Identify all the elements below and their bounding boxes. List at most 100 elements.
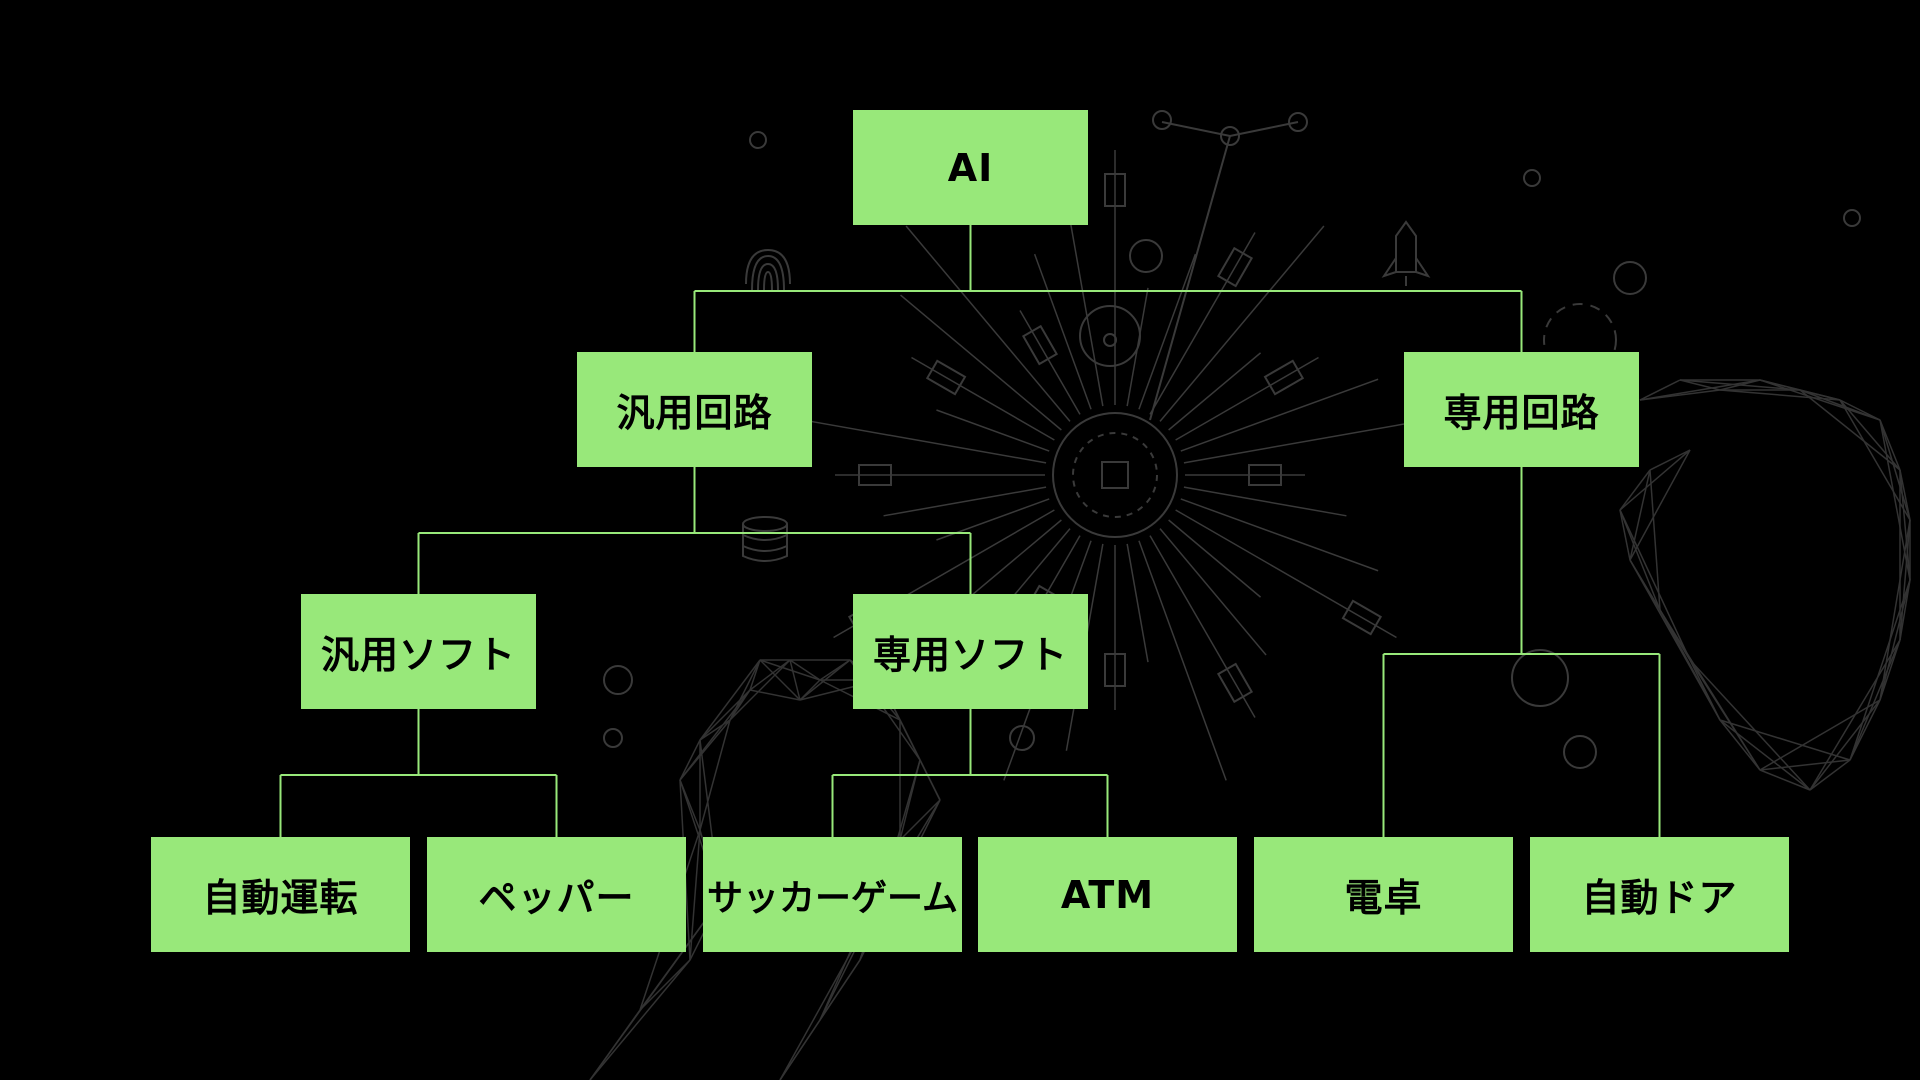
network-node [1009, 725, 1035, 751]
spoke-block [858, 464, 892, 486]
chip-circle-right [1511, 649, 1569, 707]
mesh-line [1899, 579, 1911, 641]
spoke-line [1175, 509, 1397, 639]
mesh-line [1679, 379, 1721, 391]
spoke-block [1341, 599, 1383, 636]
mesh-line [749, 689, 801, 701]
spoke-block [1248, 464, 1282, 486]
spoke-block [925, 359, 967, 396]
cpu-chip-icon [1101, 461, 1129, 489]
node-automatic-door: 自動ドア [1530, 837, 1789, 952]
mesh-line [749, 659, 761, 691]
node-dedicated-software: 専用ソフト [853, 594, 1088, 709]
network-link [1149, 135, 1231, 421]
mesh-line [1899, 469, 1911, 581]
node-circle [1129, 239, 1163, 273]
spoke-block [1216, 246, 1254, 288]
mesh-line [1629, 559, 1721, 721]
node-label: 自動ドア [1581, 876, 1738, 920]
spoke-line [900, 294, 1062, 431]
mesh-line [1649, 449, 1691, 471]
mesh-line [699, 719, 731, 741]
node-label: ATM [1060, 872, 1155, 917]
spoke-block [1263, 359, 1305, 396]
network-node [1103, 333, 1117, 347]
mesh-line [1899, 519, 1911, 641]
network-node [1613, 261, 1647, 295]
spoke-line [1019, 310, 1081, 415]
mesh-line [1879, 579, 1911, 701]
mesh-line [1799, 389, 1901, 471]
spoke-line [1149, 232, 1256, 415]
spoke-line [1168, 352, 1262, 431]
network-node [1152, 110, 1172, 130]
rocket-icon [1381, 220, 1431, 286]
node-label: 専用ソフト [872, 633, 1068, 677]
spoke-line [1175, 356, 1319, 441]
node-label: サッカーゲーム [707, 877, 958, 919]
mesh-line [1849, 579, 1911, 761]
spoke-block [1104, 653, 1126, 687]
mesh-line [1759, 769, 1811, 791]
mesh-line [1629, 559, 1661, 611]
mesh-line [1619, 509, 1661, 611]
mesh-line [1839, 399, 1881, 421]
spoke-line [1159, 225, 1325, 422]
mesh-line [1619, 509, 1631, 561]
mesh-line [1809, 759, 1851, 791]
network-node [1563, 735, 1597, 769]
mesh-line [1719, 379, 1761, 391]
spoke-line [1168, 519, 1262, 598]
mesh-line [639, 959, 691, 1011]
spoke-line [1126, 287, 1149, 407]
fingerprint-icon [745, 248, 791, 291]
mesh-line [1879, 639, 1901, 701]
node-label: AI [947, 145, 994, 190]
mesh-line [589, 959, 691, 1080]
node-general-software: 汎用ソフト [301, 594, 536, 709]
mesh-line [1639, 379, 1761, 401]
mesh-line [749, 659, 791, 691]
node-label: ペッパー [478, 876, 635, 920]
node-dedicated-circuit: 専用回路 [1404, 352, 1639, 467]
spoke-line [1183, 417, 1436, 464]
node-ai: AI [853, 110, 1088, 225]
spoke-line [1183, 486, 1347, 517]
network-node [1220, 126, 1240, 146]
mesh-line [1629, 449, 1691, 561]
network-node [1523, 169, 1541, 187]
mesh-line [699, 719, 731, 831]
network-node [603, 665, 633, 695]
node-label: 電卓 [1344, 876, 1423, 920]
node-soccer-game: サッカーゲーム [703, 837, 962, 952]
mesh-line [1719, 389, 1841, 401]
mesh-line [759, 659, 801, 701]
node-autonomous-driving: 自動運転 [151, 837, 410, 952]
spoke-line [1159, 528, 1267, 656]
mesh-line [789, 659, 801, 701]
spoke-line [1138, 540, 1227, 781]
mesh-line [679, 739, 701, 781]
spoke-block [1021, 324, 1059, 366]
node-label: 自動運転 [202, 876, 359, 920]
network-node [603, 728, 623, 748]
mesh-line [729, 659, 761, 721]
mesh-line [759, 659, 821, 681]
mesh-line [1799, 389, 1881, 421]
mesh-line [1619, 509, 1691, 661]
mesh-line [1639, 379, 1681, 401]
spoke-line [1149, 535, 1256, 718]
mesh-line [1689, 659, 1811, 791]
mesh-line [679, 779, 701, 831]
node-label: 汎用回路 [616, 391, 773, 435]
mesh-line [1879, 419, 1901, 471]
spoke-line [1126, 543, 1149, 663]
spoke-line [794, 417, 1047, 464]
mesh-line [1899, 469, 1911, 521]
mesh-line [699, 659, 761, 741]
mesh-line [1759, 379, 1881, 421]
mesh-line [819, 659, 851, 681]
mesh-line [1879, 419, 1911, 521]
